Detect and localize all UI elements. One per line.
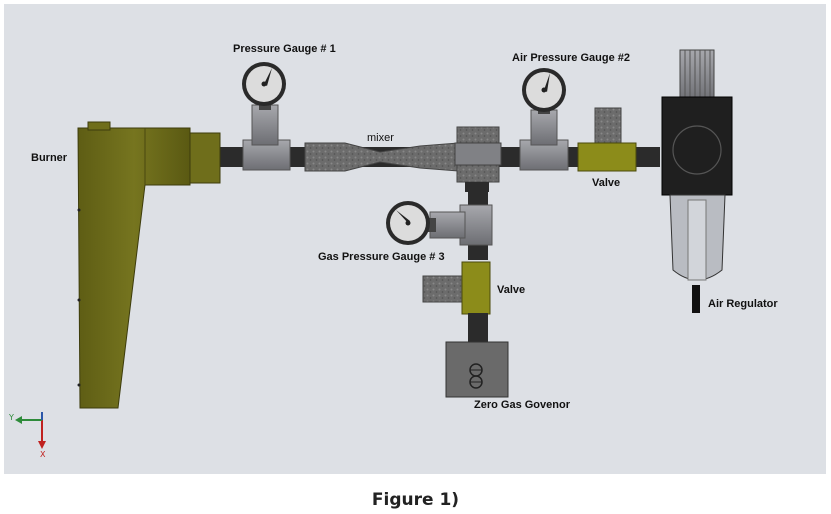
zero-gas-governor — [445, 341, 509, 398]
gas-pressure-gauge-3-label: Gas Pressure Gauge # 3 — [318, 251, 445, 263]
axis-x-label: X — [40, 450, 46, 459]
air-regulator-label: Air Regulator — [708, 298, 778, 310]
axis-y-label: Y — [9, 413, 14, 422]
pressure-gauge-1 — [242, 62, 291, 171]
air-valve-label: Valve — [592, 177, 621, 189]
gas-pressure-gauge-3 — [386, 201, 493, 246]
burner — [77, 121, 221, 409]
air-pressure-gauge-2-label: Air Pressure Gauge #2 — [512, 52, 631, 64]
air-pressure-gauge-2 — [519, 68, 569, 171]
air-valve — [577, 107, 637, 172]
gas-valve — [422, 261, 491, 343]
zero-gas-governor-label: Zero Gas Govenor — [474, 399, 570, 411]
pressure-gauge-1-label: Pressure Gauge # 1 — [233, 43, 336, 55]
axis-triad — [15, 412, 46, 449]
figure-caption: Figure 1) — [371, 490, 460, 510]
gas-valve-label: Valve — [497, 284, 526, 296]
burner-label: Burner — [31, 152, 68, 164]
air-regulator — [661, 49, 733, 313]
mixer-label: mixer — [367, 132, 394, 144]
